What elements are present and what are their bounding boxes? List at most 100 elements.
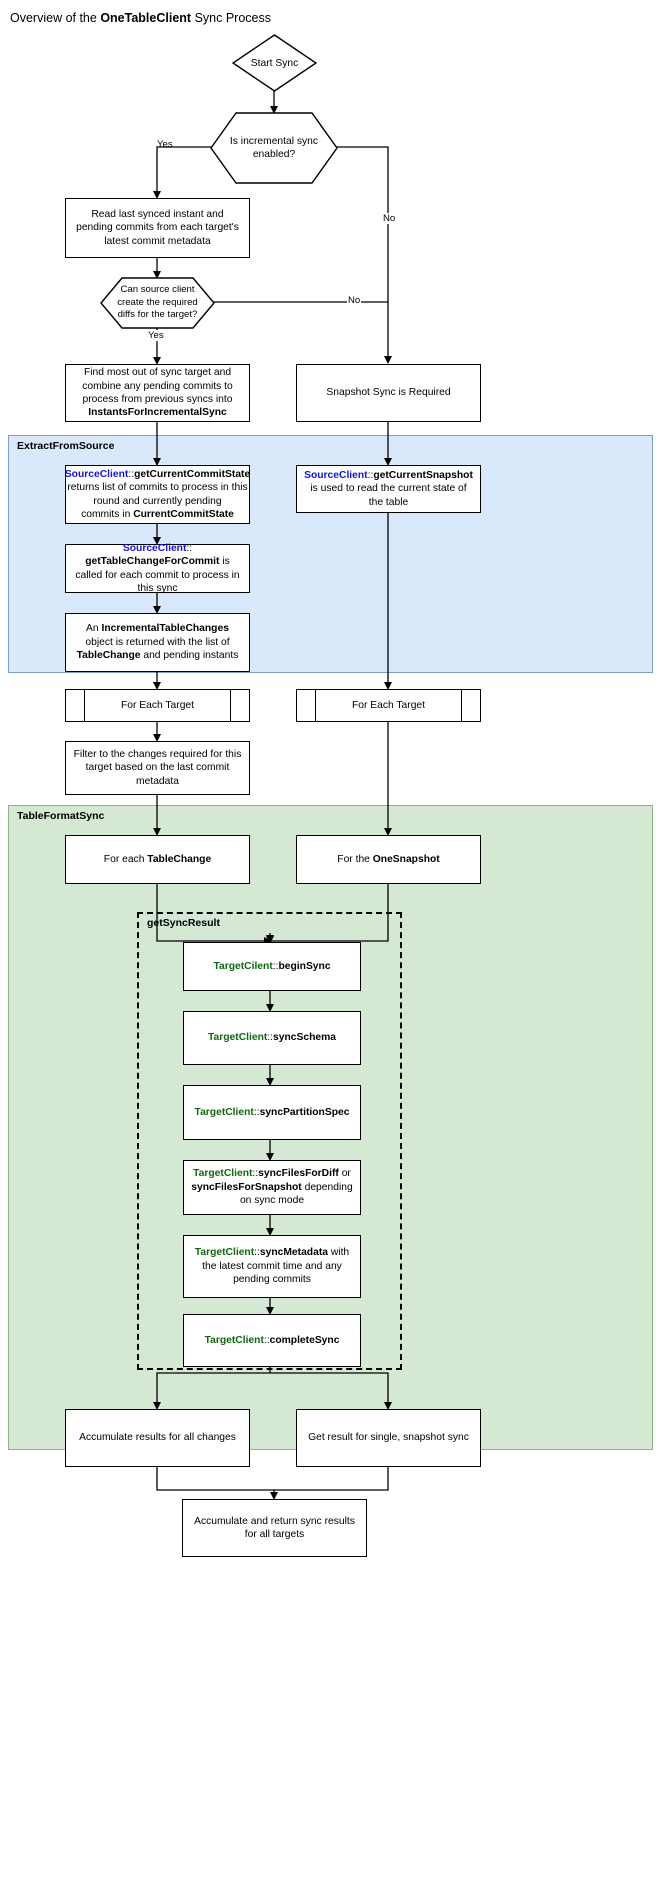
node-get-current-snapshot-body: is used to read the current state of the… <box>310 483 467 508</box>
node-for-each-target-right[interactable]: For Each Target <box>296 689 481 722</box>
node-read-last-synced[interactable]: Read last synced instant and pending com… <box>65 198 250 258</box>
node-for-each-tablechange-pre: For each <box>103 853 148 865</box>
node-for-each-tablechange[interactable]: For each TableChange <box>65 835 250 884</box>
node-sync-files-api: TargetClient <box>193 1168 253 1180</box>
node-sync-schema-method: syncSchema <box>273 1032 336 1044</box>
node-sync-schema[interactable]: TargetClient::syncSchema <box>183 1011 361 1065</box>
node-get-current-commit-state-method: getCurrentCommitState <box>134 468 251 480</box>
node-read-last-synced-label: Read last synced instant and pending com… <box>76 208 239 247</box>
node-incremental-table-changes[interactable]: An IncrementalTableChanges object is ret… <box>65 613 250 672</box>
node-can-create-diffs[interactable]: Can source client create the required di… <box>100 277 215 329</box>
title-emphasis: OneTableClient <box>100 11 192 25</box>
node-sync-files-mid: or <box>338 1168 351 1180</box>
node-accumulate-and-return-label: Accumulate and return sync results for a… <box>194 1515 355 1540</box>
loop-bar-left <box>315 690 316 721</box>
group-table-format-sync-label: TableFormatSync <box>17 810 105 822</box>
node-get-current-commit-state-api: SourceClient <box>64 468 129 480</box>
node-incremental-table-changes-post: and pending instants <box>140 650 239 662</box>
title-prefix: Overview of the <box>10 11 101 25</box>
node-get-current-snapshot-method: getCurrentSnapshot <box>373 469 473 481</box>
node-is-incremental-sync-enabled[interactable]: Is incremental sync enabled? <box>210 112 338 184</box>
node-accumulate-results[interactable]: Accumulate results for all changes <box>65 1409 250 1467</box>
node-filter-changes-label: Filter to the changes required for this … <box>73 748 242 787</box>
node-get-table-change-for-commit[interactable]: SourceClient:: getTableChangeForCommit i… <box>65 542 250 594</box>
node-start-sync[interactable]: Start Sync <box>232 34 317 92</box>
node-sync-metadata-api: TargetClient <box>194 1247 255 1259</box>
loop-bar-right <box>230 690 231 721</box>
node-get-current-snapshot-api: SourceClient <box>304 469 368 481</box>
node-sync-partition-spec-api: TargetClient <box>194 1106 254 1118</box>
node-get-current-snapshot-sep: :: <box>367 469 374 481</box>
node-get-table-change-for-commit-body: is called for each commit to process in … <box>75 556 240 594</box>
loop-bar-left <box>84 690 85 721</box>
edge-label-diffs-yes: Yes <box>147 330 165 341</box>
node-get-current-commit-state-body2: round and currently pending <box>93 495 222 507</box>
edge-label-diffs-no: No <box>347 295 362 306</box>
node-get-current-commit-state[interactable]: SourceClient::getCurrentCommitState retu… <box>65 465 250 524</box>
node-sync-files[interactable]: TargetClient::syncFilesForDiff or syncFi… <box>183 1160 361 1215</box>
node-get-table-change-for-commit-method: getTableChangeForCommit <box>85 556 220 568</box>
node-sync-metadata-method: syncMetadata <box>259 1247 328 1259</box>
node-begin-sync-api: TargetCilent <box>213 960 273 972</box>
node-can-create-diffs-label: Can source client create the required di… <box>117 284 198 321</box>
node-sync-files-sep: :: <box>252 1168 259 1180</box>
node-complete-sync-sep: :: <box>263 1334 270 1346</box>
node-snapshot-sync-required[interactable]: Snapshot Sync is Required <box>296 364 481 422</box>
node-get-result-snapshot-label: Get result for single, snapshot sync <box>308 1432 469 1444</box>
node-find-out-of-sync[interactable]: Find most out of sync target and combine… <box>65 364 250 422</box>
node-incremental-table-changes-bold2: TableChange <box>76 650 141 662</box>
node-incremental-table-changes-mid: object is returned with the list of <box>85 636 230 648</box>
page-title: Overview of the OneTableClient Sync Proc… <box>10 10 271 26</box>
node-find-out-of-sync-line3: process from previous syncs into <box>82 394 233 405</box>
node-get-table-change-for-commit-api: SourceClient <box>122 542 187 554</box>
node-accumulate-and-return[interactable]: Accumulate and return sync results for a… <box>182 1499 367 1557</box>
node-for-the-onesnapshot[interactable]: For the OneSnapshot <box>296 835 481 884</box>
node-begin-sync-method: beginSync <box>278 960 331 972</box>
node-complete-sync[interactable]: TargetClient::completeSync <box>183 1314 361 1367</box>
node-sync-metadata-post: with the latest commit time and any pend… <box>202 1247 350 1286</box>
node-sync-metadata-sep: :: <box>254 1247 260 1259</box>
group-get-sync-result-label: getSyncResult <box>145 917 222 929</box>
node-get-current-commit-state-sep: :: <box>128 468 135 480</box>
node-sync-metadata[interactable]: TargetClient::syncMetadata with the late… <box>183 1235 361 1298</box>
node-begin-sync-sep: :: <box>272 960 279 972</box>
node-for-each-target-right-label: For Each Target <box>351 700 426 711</box>
node-get-current-commit-state-body1: returns list of commits to process in th… <box>67 482 248 494</box>
node-find-out-of-sync-line2: combine any pending commits to <box>82 380 233 392</box>
group-extract-from-source-label: ExtractFromSource <box>17 440 115 452</box>
node-for-each-target-left[interactable]: For Each Target <box>65 689 250 722</box>
node-accumulate-results-label: Accumulate results for all changes <box>79 1432 236 1444</box>
node-for-the-onesnapshot-pre: For the <box>337 853 373 865</box>
node-sync-files-bold2: syncFilesForSnapshot <box>191 1181 302 1193</box>
node-get-current-commit-state-bold: CurrentCommitState <box>133 508 234 520</box>
node-for-each-tablechange-bold: TableChange <box>147 853 212 865</box>
node-sync-files-post: depending on sync mode <box>239 1181 353 1207</box>
edge-label-incremental-no: No <box>382 213 397 224</box>
node-find-out-of-sync-bold: InstantsForIncrementalSync <box>88 407 227 419</box>
node-incremental-table-changes-bold1: IncrementalTableChanges <box>101 623 229 635</box>
node-sync-partition-spec-method: syncPartitionSpec <box>259 1106 350 1118</box>
node-snapshot-sync-required-label: Snapshot Sync is Required <box>326 387 451 399</box>
loop-bar-right <box>461 690 462 721</box>
node-get-current-commit-state-body3: commits in <box>81 508 134 520</box>
node-find-out-of-sync-line1: Find most out of sync target and <box>83 367 232 379</box>
node-is-incremental-sync-enabled-label: Is incremental sync enabled? <box>229 135 319 160</box>
node-sync-schema-api: TargetClient <box>207 1032 268 1044</box>
node-sync-schema-sep: :: <box>267 1032 274 1044</box>
node-complete-sync-method: completeSync <box>269 1334 340 1346</box>
node-begin-sync[interactable]: TargetCilent::beginSync <box>183 942 361 991</box>
node-sync-files-method: syncFilesForDiff <box>258 1168 339 1180</box>
node-get-result-snapshot[interactable]: Get result for single, snapshot sync <box>296 1409 481 1467</box>
node-get-current-snapshot[interactable]: SourceClient::getCurrentSnapshot is used… <box>296 465 481 513</box>
node-for-each-target-left-label: For Each Target <box>120 700 195 711</box>
node-sync-partition-spec[interactable]: TargetClient::syncPartitionSpec <box>183 1085 361 1140</box>
title-suffix: Sync Process <box>191 11 271 25</box>
node-get-table-change-for-commit-sep: :: <box>186 542 193 554</box>
node-for-the-onesnapshot-bold: OneSnapshot <box>372 853 440 865</box>
node-incremental-table-changes-pre: An <box>86 623 102 635</box>
node-filter-changes[interactable]: Filter to the changes required for this … <box>65 741 250 795</box>
edge-label-incremental-yes: Yes <box>157 139 173 150</box>
node-sync-partition-spec-sep: :: <box>253 1106 260 1118</box>
node-start-sync-label: Start Sync <box>250 57 299 69</box>
